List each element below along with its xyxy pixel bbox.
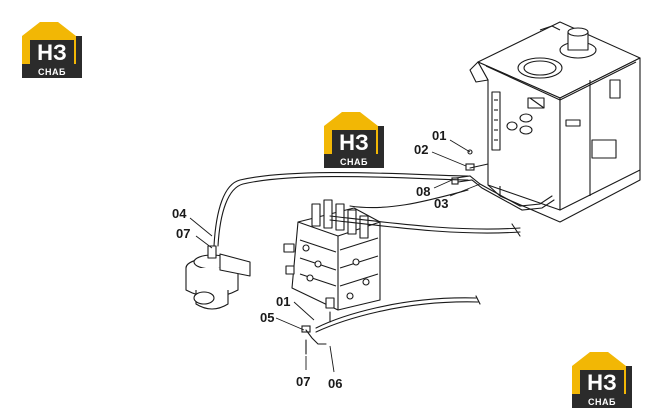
callout-labels: 01 02 08 03 04 07 01 05 07 06 bbox=[172, 128, 448, 391]
callout-05: 05 bbox=[260, 310, 274, 325]
valve-body bbox=[291, 207, 381, 311]
callout-01-upper: 01 bbox=[432, 128, 446, 143]
logo-top-text: НЗ bbox=[587, 370, 617, 395]
callout-06: 06 bbox=[328, 376, 342, 391]
logo-top-text: НЗ bbox=[37, 40, 67, 65]
callout-07-upper: 07 bbox=[176, 226, 190, 241]
tank-port bbox=[519, 125, 533, 135]
tank-port bbox=[506, 121, 518, 131]
level-gauge bbox=[491, 91, 501, 151]
logo-bottom-text: СНАБ bbox=[38, 67, 66, 77]
callout-07-lower: 07 bbox=[296, 374, 310, 389]
hose-06 bbox=[315, 297, 477, 329]
logo-top-text: НЗ bbox=[339, 130, 369, 155]
brand-logo-bottom-right: НЗ СНАБ bbox=[572, 352, 632, 408]
hose-03 bbox=[455, 175, 553, 207]
brand-logo-top-left: НЗ СНАБ bbox=[22, 22, 82, 78]
callout-08: 08 bbox=[416, 184, 430, 199]
callout-03: 03 bbox=[434, 196, 448, 211]
brand-logo-center: НЗ СНАБ bbox=[324, 112, 384, 168]
callout-01-lower: 01 bbox=[276, 294, 290, 309]
access-panel bbox=[591, 139, 617, 159]
pump-motor-unit bbox=[185, 245, 251, 310]
hose-04 bbox=[213, 172, 469, 247]
tank-port bbox=[519, 113, 533, 123]
sight-window bbox=[609, 79, 621, 99]
logo-bottom-text: СНАБ bbox=[588, 397, 616, 407]
callout-04: 04 bbox=[172, 206, 187, 221]
hose-lines bbox=[213, 149, 555, 355]
logo-bottom-text: СНАБ bbox=[340, 157, 368, 167]
callout-leaders bbox=[189, 139, 481, 373]
hydraulic-tank bbox=[469, 21, 641, 223]
callout-02: 02 bbox=[414, 142, 428, 157]
